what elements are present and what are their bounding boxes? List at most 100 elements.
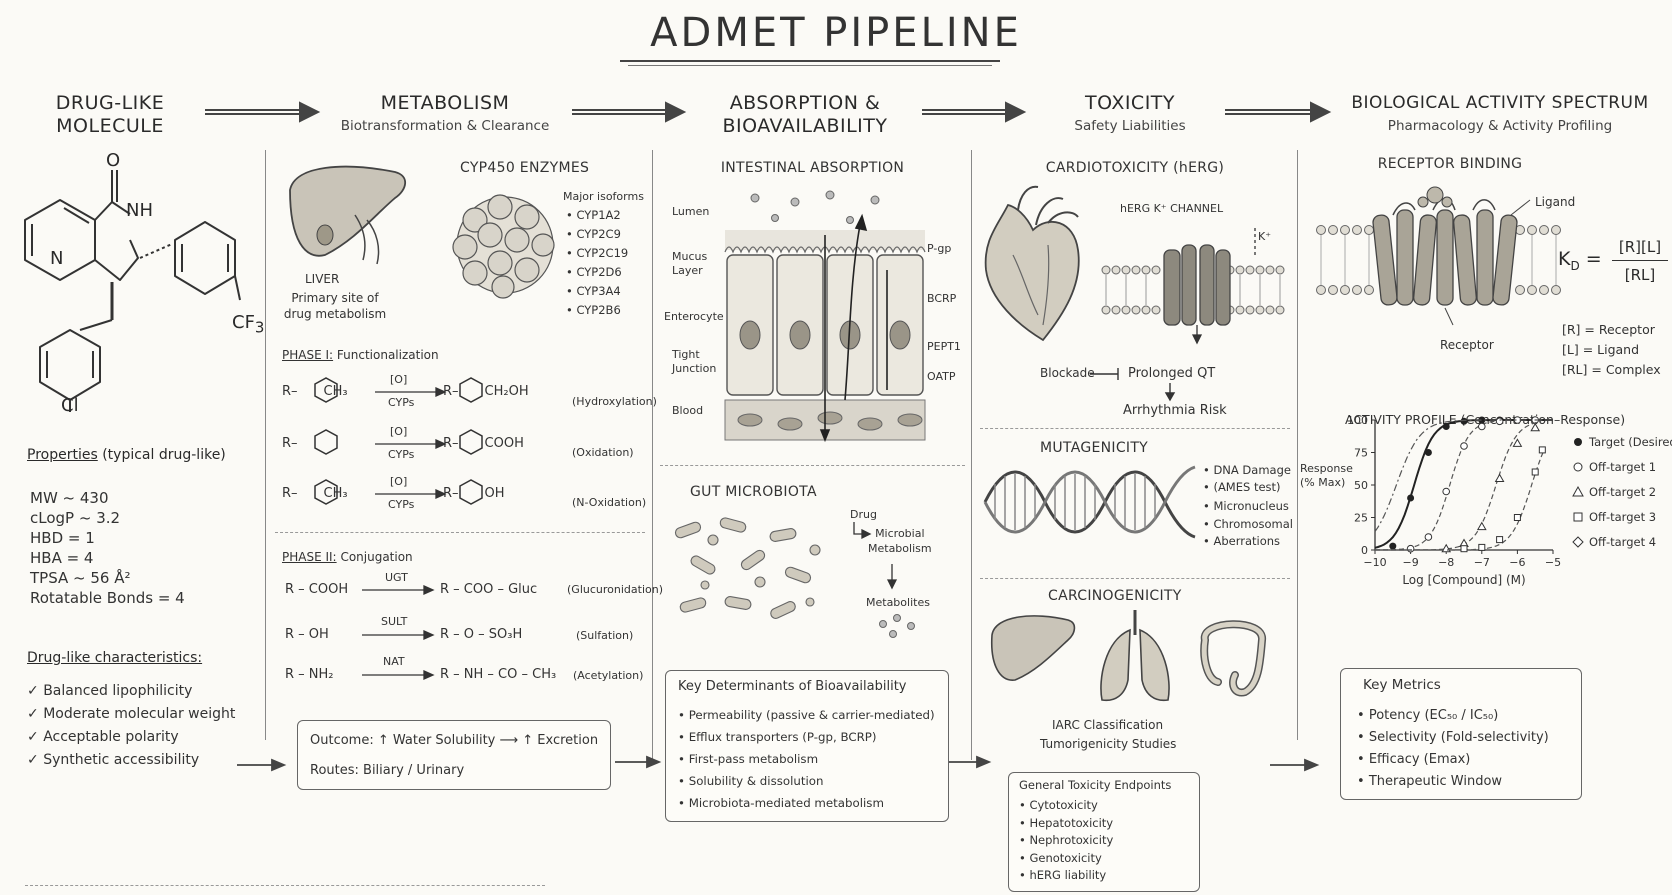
outcome-box: Outcome: ↑ Water Solubility ⟶ ↑ Excretio… [297, 720, 611, 790]
absorption-divider [660, 465, 965, 466]
label-mucus-line1: Mucus [672, 250, 708, 263]
label-pept1: PEPT1 [927, 340, 961, 353]
phase2-rxn3-left: R – NH₂ [285, 667, 334, 682]
separator-1 [265, 150, 266, 740]
data-point [1406, 544, 1415, 553]
blockade-label: Blockade [1040, 366, 1095, 380]
prolonged-qt-label: Prolonged QT [1128, 366, 1216, 381]
prop-hbd: HBD = 1 [30, 529, 95, 547]
bioavailability-list: Permeability (passive & carrier-mediated… [678, 704, 935, 814]
phase1-note: Functionalization [336, 348, 439, 362]
routes-line: Routes: Biliary / Urinary [310, 763, 465, 778]
series-line [1375, 419, 1553, 551]
legend-marker [1572, 536, 1584, 548]
legend-marker [1574, 438, 1582, 446]
isoform-item: CYP1A2 [566, 206, 628, 225]
kd-lhs: KD = [1558, 248, 1602, 273]
cyp450-title: CYP450 ENZYMES [460, 160, 590, 176]
separator-3 [971, 150, 972, 760]
endpoint-item: hERG liability [1019, 867, 1113, 885]
endpoints-box-title: General Toxicity Endpoints [1019, 778, 1172, 792]
determinant-item: First-pass metabolism [678, 748, 935, 770]
data-point [1478, 543, 1486, 551]
phase2-rxn3-enzyme: NAT [383, 655, 405, 668]
atom-n: N [50, 248, 64, 269]
bioavailability-box-title: Key Determinants of Bioavailability [678, 679, 907, 694]
molecule-structure [24, 170, 241, 412]
data-point [1478, 422, 1486, 431]
key-metrics-title: Key Metrics [1363, 677, 1441, 693]
prop-tpsa: TPSA ~ 56 Å² [30, 569, 131, 587]
flow-microbial-metabolism: Microbial Metabolism [868, 526, 932, 556]
phase1-rxn3-reagent: [O] [390, 475, 408, 488]
y-axis-label-2: (% Max) [1300, 476, 1345, 489]
phase2-arrows [362, 584, 435, 681]
toxicity-subtitle: Safety Liabilities [1074, 118, 1186, 134]
label-oatp: OATP [927, 370, 956, 383]
phase2-rxn1-name: (Glucuronidation) [567, 583, 663, 596]
phase2-rxn3-right: R – NH – CO – CH₃ [440, 667, 557, 682]
flow-micro-line2: Metabolism [868, 542, 932, 555]
determinant-item: Solubility & dissolution [678, 770, 935, 792]
properties-header: Properties (typical drug-like) [27, 447, 226, 463]
isoform-item: CYP2C19 [566, 244, 628, 263]
header-arrows [205, 101, 1332, 123]
phase2-rxn1-left: R – COOH [285, 582, 349, 597]
herg-channel-title: hERG K⁺ CHANNEL [1120, 202, 1224, 215]
molecule-title-line1: DRUG-LIKE [55, 92, 165, 114]
toxicity-divider-2 [980, 578, 1290, 579]
label-bcrp: BCRP [927, 292, 957, 305]
muta-item-cont: Aberrations [1203, 533, 1293, 550]
data-point [1538, 446, 1546, 454]
data-point [1512, 438, 1523, 447]
y-axis-label: Response [1300, 462, 1353, 475]
rxn-text: OH [484, 486, 505, 501]
properties-note: (typical drug-like) [102, 447, 226, 463]
metabolism-title: METABOLISM [380, 92, 510, 114]
intestinal-illustration [724, 190, 926, 443]
metabolism-subtitle: Biotransformation & Clearance [340, 118, 550, 134]
flow-micro-line1: Microbial [875, 527, 925, 540]
carcinogenicity-title: CARCINOGENICITY [1048, 588, 1182, 604]
legend-label: Off-target 2 [1589, 485, 1656, 499]
molecule-title-line2: MOLECULE [56, 115, 164, 137]
data-point [1407, 494, 1415, 502]
phase2-rxn1-enzyme: UGT [385, 571, 408, 584]
prop-clogp: cLogP ~ 3.2 [30, 509, 121, 527]
phase1-rxn2-reagent: [O] [390, 425, 408, 438]
phase1-rxn3-right: R–OH [443, 486, 505, 501]
label-pgp: P-gp [927, 242, 952, 255]
legend-label: Off-target 3 [1589, 510, 1656, 524]
rxn-text: COOH [484, 436, 524, 451]
metric-item: Potency (EC₅₀ / IC₅₀) [1357, 705, 1549, 727]
bioavailability-box: Key Determinants of Bioavailability Perm… [665, 670, 949, 822]
data-point [1442, 487, 1450, 496]
liver-note-line1: Primary site of [291, 291, 379, 305]
legend-label: Off-target 4 [1589, 535, 1656, 549]
phase1-header-text: PHASE I: [282, 348, 334, 362]
phase1-rxn1-left: R–CH₃ [282, 384, 348, 399]
phase1-rxn1-reagent: [O] [390, 373, 408, 386]
title-underline [620, 60, 1000, 62]
properties-list: MW ~ 430 cLogP ~ 3.2 HBD = 1 HBA = 4 TPS… [30, 488, 185, 608]
data-point [1424, 449, 1432, 456]
y-tick-label: 0 [1361, 544, 1368, 557]
metric-item: Efficacy (Emax) [1357, 749, 1549, 771]
label-tight-junction: Tight Junction [672, 348, 716, 376]
phase1-rxn1-name: (Hydroxylation) [572, 395, 657, 408]
legend-marker [1572, 485, 1584, 497]
endpoint-item: Genotoxicity [1019, 850, 1113, 868]
intestinal-title: INTESTINAL ABSORPTION [720, 160, 905, 176]
kd-numerator: [R][L] [1618, 238, 1662, 256]
kd-symbol: K [1558, 248, 1571, 270]
liver-note: Primary site of drug metabolism [280, 290, 390, 322]
data-point [1531, 468, 1539, 476]
activity-title: BIOLOGICAL ACTIVITY SPECTRUM [1351, 93, 1649, 113]
phase2-header: PHASE II: Conjugation [282, 550, 413, 564]
cyp-enzyme-illustration [452, 194, 555, 299]
label-tight-line2: Junction [672, 362, 717, 375]
x-tick-label: −9 [1402, 556, 1418, 569]
x-tick-label: −10 [1363, 556, 1386, 569]
label-blood: Blood [672, 404, 704, 417]
metric-item: Selectivity (Fold-selectivity) [1357, 727, 1549, 749]
